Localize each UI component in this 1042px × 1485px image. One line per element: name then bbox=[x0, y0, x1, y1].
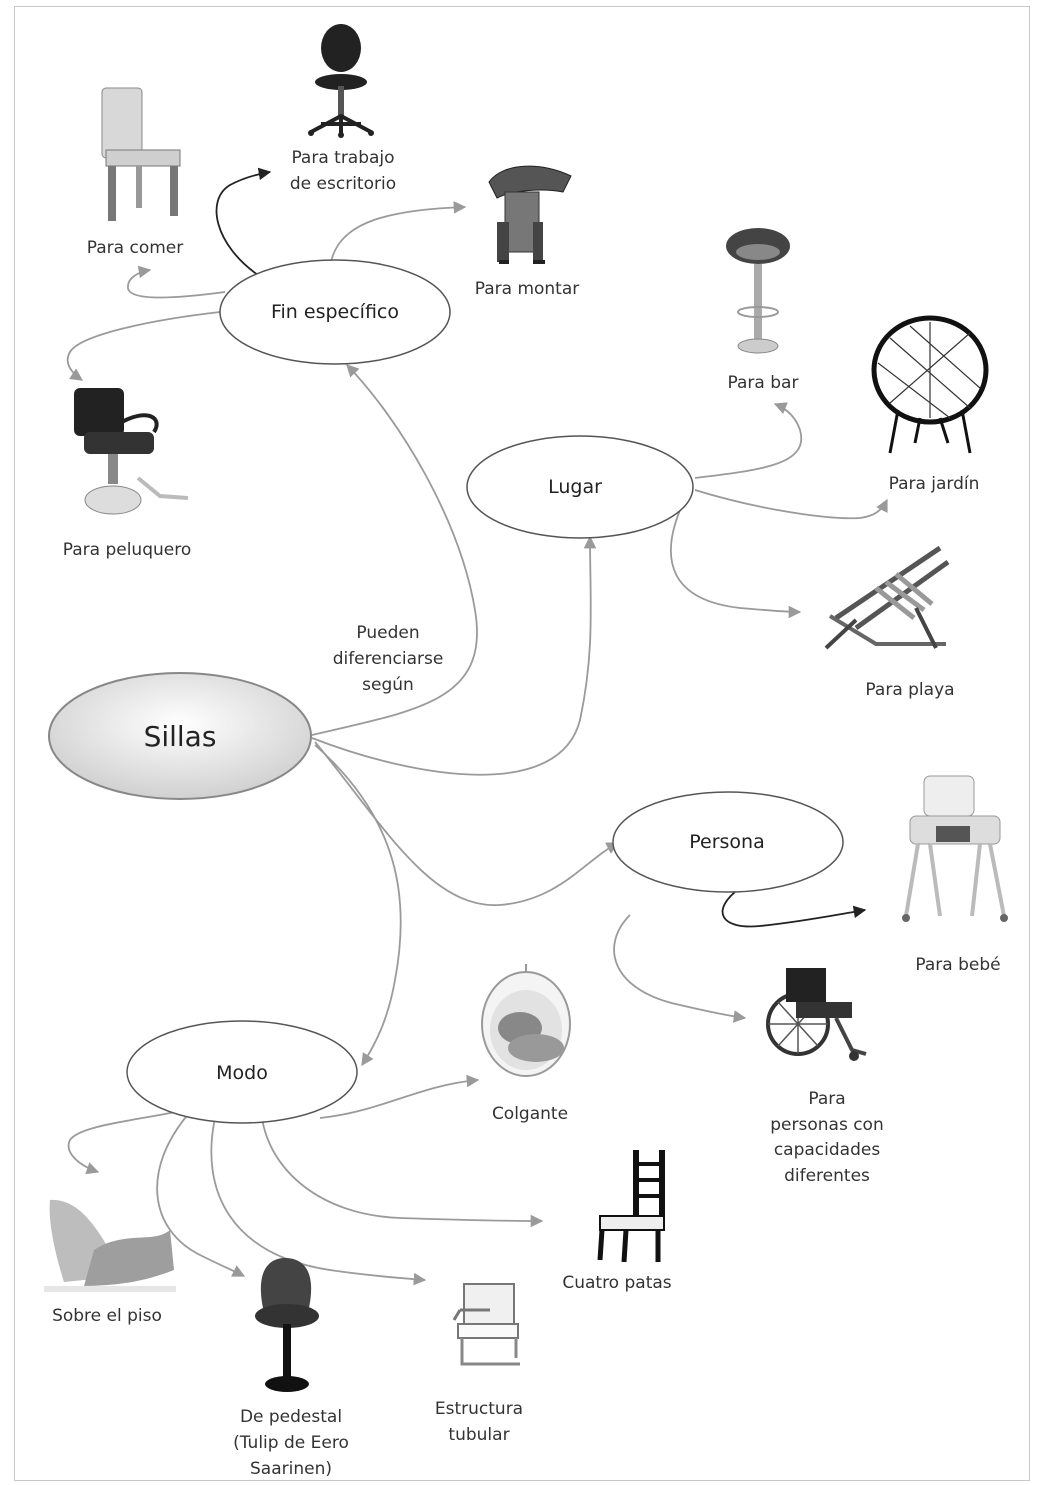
edge-fin-comer bbox=[127, 265, 226, 299]
leaf-label: Para jardín bbox=[889, 474, 980, 494]
edge-fin-montar bbox=[329, 201, 467, 269]
beach-chair-icon bbox=[824, 545, 950, 650]
leaf-label: de escritorio bbox=[290, 174, 396, 194]
leaf-label: Para bebé bbox=[915, 955, 1000, 975]
category-fin: Fin específico bbox=[219, 259, 451, 365]
edge-root-persona bbox=[314, 741, 620, 906]
edges bbox=[66, 167, 888, 1286]
leaf-montar: Para montar bbox=[475, 279, 580, 299]
page-frame bbox=[14, 6, 1030, 1481]
category-ellipse bbox=[612, 791, 844, 893]
tubular-chair-icon bbox=[452, 1283, 520, 1366]
leaf-jardin: Para jardín bbox=[889, 474, 980, 494]
leaf-label: Para comer bbox=[87, 238, 183, 258]
leaf-label: diferentes bbox=[784, 1166, 870, 1186]
edge-root-lugar bbox=[311, 535, 597, 776]
leaf-label: Estructura bbox=[435, 1399, 523, 1419]
relation-label: Pueden diferenciarse según bbox=[333, 623, 444, 695]
leaf-peluquero: Para peluquero bbox=[63, 540, 192, 560]
category-ellipse bbox=[126, 1020, 358, 1124]
leaf-piso: Sobre el piso bbox=[52, 1306, 162, 1326]
leaf-label: Para playa bbox=[865, 680, 954, 700]
wheelchair-icon bbox=[766, 968, 867, 1061]
leaf-label: De pedestal bbox=[240, 1407, 342, 1427]
leaf-tubular: Estructura tubular bbox=[435, 1399, 523, 1445]
leaf-label: Saarinen) bbox=[250, 1459, 332, 1479]
leaf-capacidades: Para personas con capacidades diferentes bbox=[770, 1089, 883, 1186]
edge-modo-tubular bbox=[210, 1117, 427, 1286]
leaf-playa: Para playa bbox=[865, 680, 954, 700]
leaf-label: Sobre el piso bbox=[52, 1306, 162, 1326]
edge-modo-piso bbox=[67, 1109, 186, 1175]
leaf-cuatro: Cuatro patas bbox=[562, 1273, 671, 1293]
leaf-label: Cuatro patas bbox=[562, 1273, 671, 1293]
leaf-label: Para peluquero bbox=[63, 540, 192, 560]
edge-fin-escritorio bbox=[215, 167, 272, 276]
leaf-label: capacidades bbox=[774, 1140, 881, 1160]
leaf-bebe: Para bebé bbox=[915, 955, 1000, 975]
four-leg-chair-icon bbox=[597, 1150, 665, 1263]
category-lugar: Lugar bbox=[466, 435, 694, 539]
leaf-label: Colgante bbox=[492, 1104, 568, 1124]
leaf-escritorio: Para trabajo de escritorio bbox=[290, 148, 396, 194]
edge-modo-colgante bbox=[319, 1074, 480, 1119]
root-ellipse bbox=[48, 672, 312, 800]
leaf-label: Para bar bbox=[728, 373, 799, 393]
leaf-comer: Para comer bbox=[87, 238, 183, 258]
tulip-chair-icon bbox=[255, 1258, 319, 1392]
edge-fin-peluquero bbox=[66, 311, 221, 381]
relation-line: Pueden bbox=[356, 623, 419, 643]
edge-modo-cuatro bbox=[261, 1117, 544, 1228]
category-label: Fin específico bbox=[271, 301, 399, 323]
office-chair-icon bbox=[308, 24, 374, 138]
saddle-icon bbox=[488, 165, 572, 264]
relation-line: según bbox=[362, 675, 414, 695]
category-label: Modo bbox=[216, 1062, 268, 1084]
category-label: Lugar bbox=[548, 476, 602, 498]
leaf-label: Para trabajo bbox=[291, 148, 394, 168]
edge-lugar-bar bbox=[694, 402, 803, 479]
barber-chair-icon bbox=[74, 388, 189, 515]
floor-chair-icon bbox=[44, 1199, 176, 1292]
edge-lugar-jardin bbox=[694, 489, 888, 520]
root-node: Sillas bbox=[48, 672, 312, 800]
edge-lugar-playa bbox=[670, 509, 802, 619]
bar-stool-icon bbox=[726, 228, 790, 354]
leaf-label: (Tulip de Eero bbox=[233, 1433, 349, 1453]
category-label: Persona bbox=[689, 831, 765, 853]
leaf-colgante: Colgante bbox=[492, 1104, 568, 1124]
edge-root-fin bbox=[311, 364, 478, 736]
leaf-label: personas con bbox=[770, 1115, 883, 1135]
category-ellipse bbox=[466, 435, 694, 539]
high-chair-icon bbox=[902, 775, 1008, 922]
garden-chair-icon bbox=[871, 315, 989, 454]
category-ellipse bbox=[219, 259, 451, 365]
leaf-bar: Para bar bbox=[728, 373, 799, 393]
relation-line: diferenciarse bbox=[333, 649, 444, 669]
leaf-pedestal: De pedestal (Tulip de Eero Saarinen) bbox=[233, 1407, 349, 1479]
category-persona: Persona bbox=[612, 791, 844, 893]
leaf-label: tubular bbox=[448, 1425, 509, 1445]
edge-modo-pedestal bbox=[156, 1111, 246, 1277]
edge-persona-capacidades bbox=[613, 914, 747, 1023]
category-modo: Modo bbox=[126, 1020, 358, 1124]
root-label: Sillas bbox=[144, 720, 217, 753]
edge-root-modo bbox=[314, 744, 402, 1067]
leaf-label: Para bbox=[808, 1089, 845, 1109]
hanging-chair-icon bbox=[481, 964, 571, 1077]
edge-persona-bebe bbox=[721, 887, 867, 928]
dining-chair-icon bbox=[101, 87, 181, 221]
leaf-label: Para montar bbox=[475, 279, 580, 299]
